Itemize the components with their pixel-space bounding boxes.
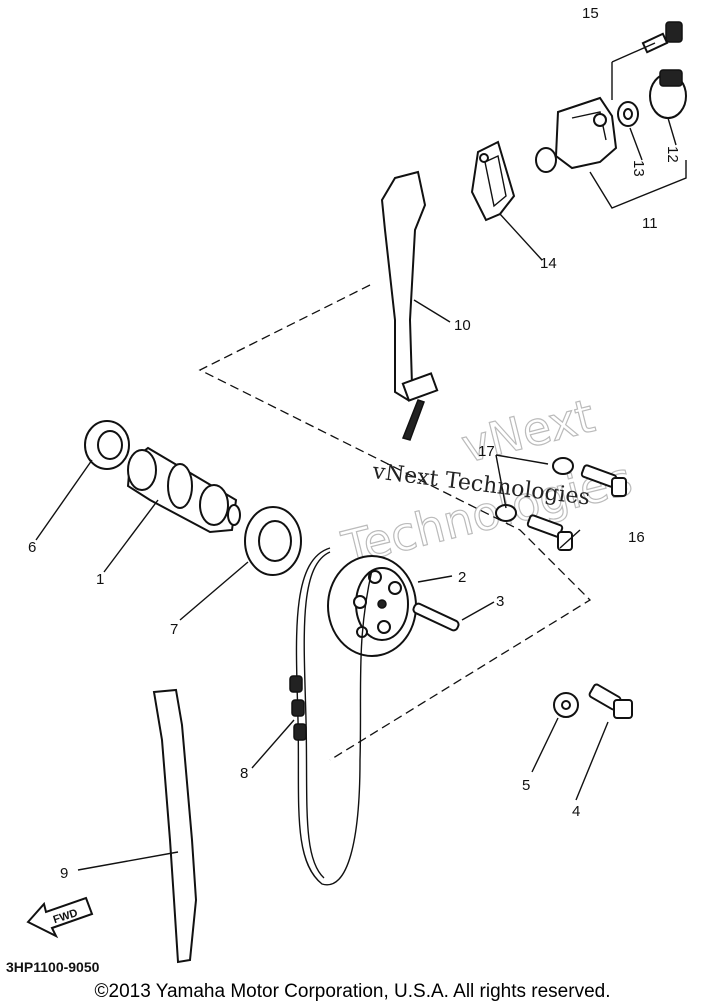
part-12-cap-bolt: [649, 69, 687, 119]
callout-12: 12: [664, 146, 681, 163]
callout-17: 17: [478, 443, 495, 460]
callout-7: 7: [170, 621, 178, 638]
part-14-gasket: [470, 140, 516, 222]
callout-labels: 15 12 13 11 14 10 17 16 6 1 2 3 7 8 5 4 …: [28, 5, 681, 882]
callout-11: 11: [642, 215, 658, 232]
part-5-washer: [553, 692, 579, 718]
callout-1: 1: [96, 571, 104, 588]
callout-6: 6: [28, 539, 36, 556]
callout-14: 14: [540, 255, 557, 272]
callout-3: 3: [496, 593, 504, 610]
part-8-cam-chain: [289, 547, 373, 886]
part-15-bolt: [641, 21, 683, 54]
copyright-notice: ©2013 Yamaha Motor Corporation, U.S.A. A…: [94, 981, 611, 1002]
part-1-camshaft: [126, 446, 241, 534]
assembly-dashed-lines: [198, 284, 592, 761]
part-11-cam-chain-tensioner: [535, 96, 618, 173]
part-16-17-bolts-washers: [495, 457, 627, 551]
fwd-arrow: FWD: [26, 896, 94, 939]
part-3-dowel-pin: [412, 602, 460, 632]
part-4-bolt: [588, 683, 633, 719]
callout-10: 10: [454, 317, 471, 334]
part-9-chain-guide-lower: [152, 688, 198, 964]
callout-2: 2: [458, 569, 466, 586]
callout-8: 8: [240, 765, 248, 782]
part-6-bearing: [84, 420, 130, 470]
leader-lines: [35, 42, 687, 871]
callout-16: 16: [628, 529, 645, 546]
callout-15: 15: [582, 5, 599, 22]
callout-5: 5: [522, 777, 530, 794]
callout-9: 9: [60, 865, 68, 882]
part-13-gasket-washer: [617, 101, 639, 127]
diagram-code: 3HP1100-9050: [6, 959, 100, 975]
part-10-chain-guide-upper: [380, 170, 439, 441]
callout-13: 13: [630, 160, 647, 177]
part-7-bearing: [244, 506, 302, 576]
callout-4: 4: [572, 803, 580, 820]
